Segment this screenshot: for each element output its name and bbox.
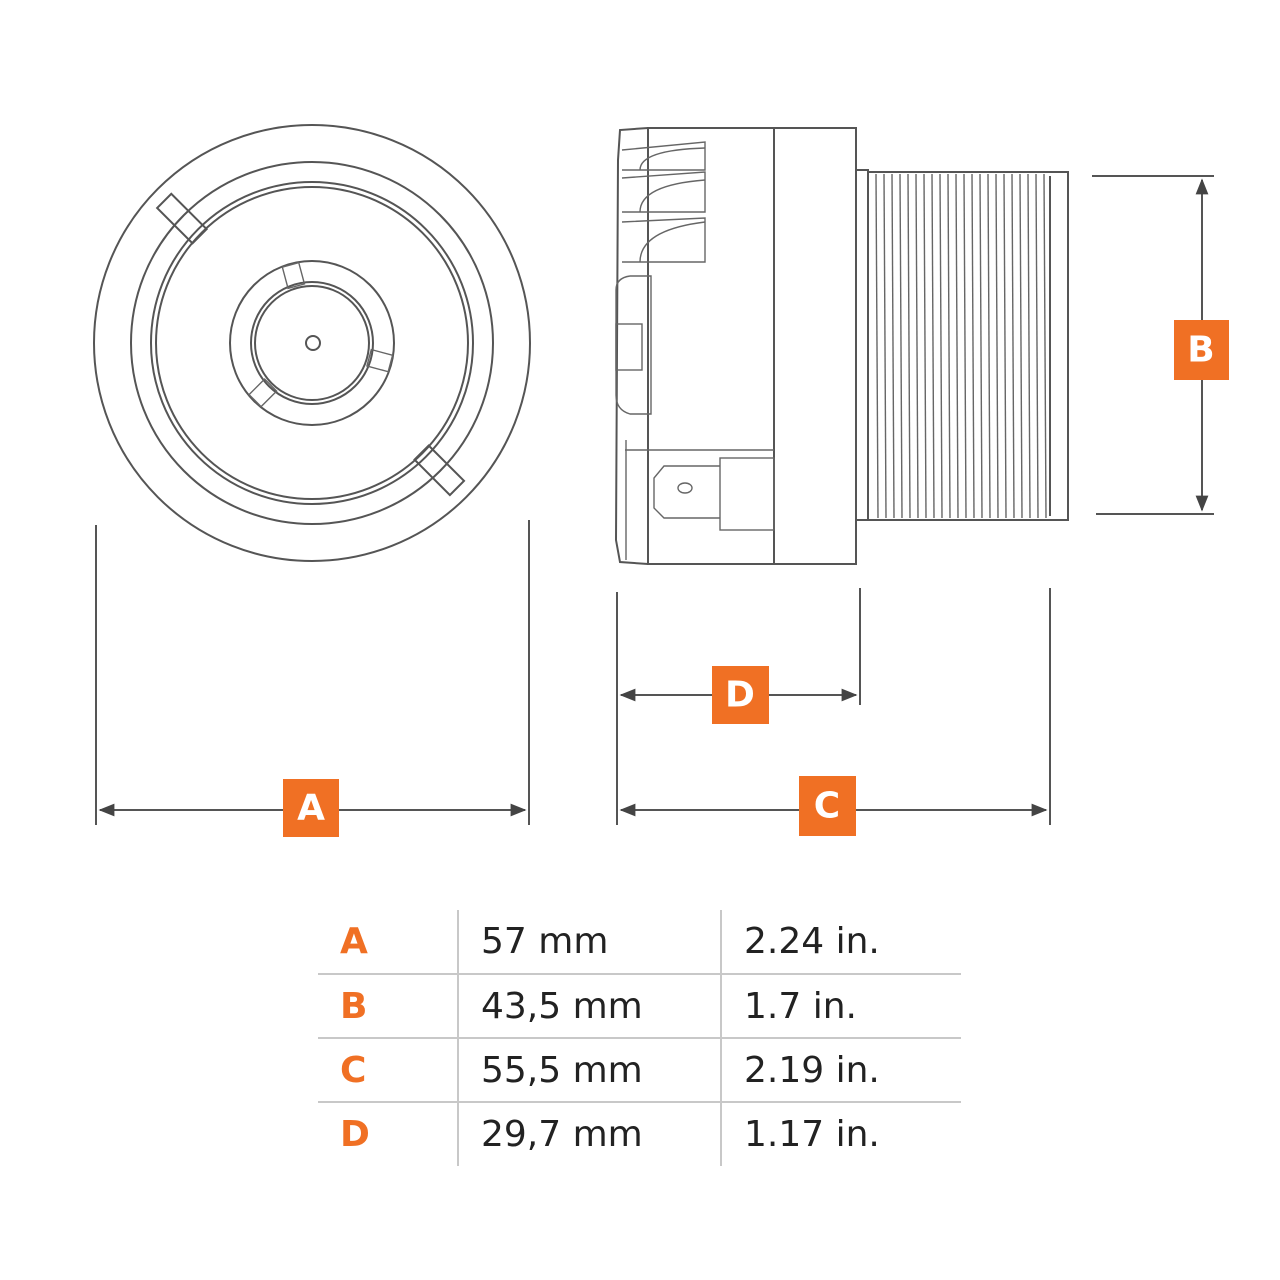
dimension-a: A: [95, 520, 530, 837]
dimensions-table: A 57 mm 2.24 in. B 43,5 mm 1.7 in. C 55,…: [318, 910, 961, 1166]
side-view: [614, 127, 1069, 565]
dimension-b: B: [1092, 175, 1229, 515]
dimension-mm: 57 mm: [457, 910, 721, 974]
dimension-inch: 1.17 in.: [720, 1101, 961, 1166]
dimension-key: A: [340, 921, 368, 962]
front-view: [93, 124, 531, 562]
dimension-inch: 2.19 in.: [720, 1037, 961, 1102]
table-row: D 29,7 mm 1.17 in.: [318, 1101, 961, 1166]
badge-b-label: B: [1187, 330, 1214, 371]
dimension-key: C: [318, 1037, 458, 1102]
table-row: A 57 mm 2.24 in.: [318, 910, 961, 974]
dimension-key: B: [318, 973, 458, 1038]
table-row: B 43,5 mm 1.7 in.: [318, 973, 961, 1038]
dimension-inch: 2.24 in.: [720, 910, 961, 974]
badge-d-label: D: [725, 675, 755, 716]
badge-a: [283, 779, 339, 837]
table-row: C 55,5 mm 2.19 in.: [318, 1037, 961, 1102]
badge-b: [1174, 320, 1229, 380]
badge-a-label: A: [297, 788, 325, 829]
dimension-key: D: [318, 1101, 458, 1166]
thread-lines: [875, 173, 1047, 519]
dimension-mm: 29,7 mm: [457, 1101, 721, 1166]
technical-drawing: A D C B: [93, 124, 1229, 837]
dimension-mm: 55,5 mm: [457, 1037, 721, 1102]
dimension-mm: 43,5 mm: [457, 973, 721, 1038]
badge-c-label: C: [814, 786, 840, 827]
dimension-inch: 1.7 in.: [720, 973, 961, 1038]
badge-c: [799, 776, 856, 836]
dimension-d: D: [616, 588, 861, 825]
badge-d: [712, 666, 769, 724]
dimension-c: C: [619, 588, 1051, 836]
